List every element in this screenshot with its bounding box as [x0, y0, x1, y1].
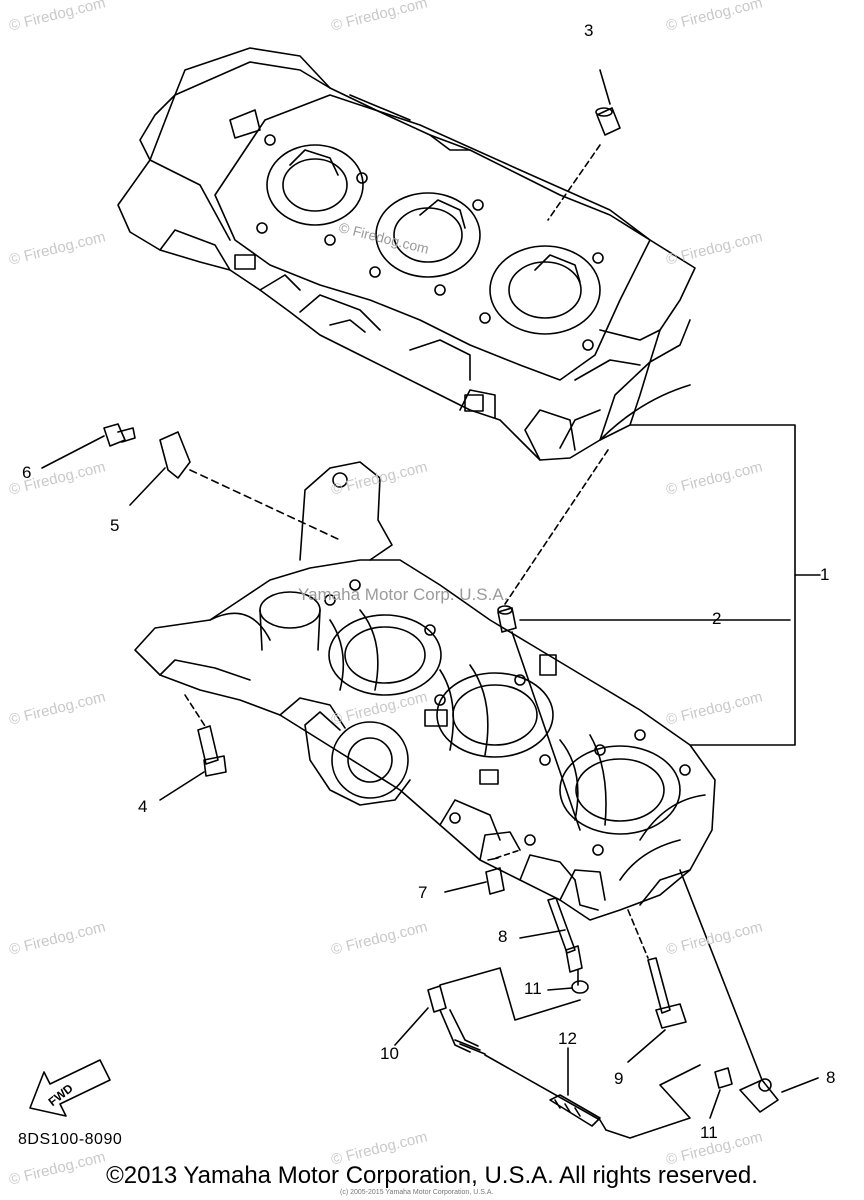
tiny-copyright: (c) 2005-2015 Yamaha Motor Corporation, … — [340, 1189, 494, 1196]
callout-8-lower: 8 — [826, 1068, 836, 1087]
callout-6: 5 — [110, 516, 120, 535]
leader-bracket-1 — [629, 424, 821, 746]
callout-5: 4 — [138, 797, 148, 816]
callout-1: 1 — [820, 565, 830, 584]
hose-10 — [394, 967, 607, 1131]
callout-11-lower: 11 — [700, 1123, 718, 1142]
callout-9: 8 — [498, 927, 508, 946]
upper-crankcase — [117, 47, 696, 461]
center-watermark: Yamaha Motor Corp. U.S.A. — [298, 585, 509, 604]
callout-4: 9 — [614, 1069, 624, 1088]
washer-11-upper — [547, 980, 589, 994]
callout-7: 6 — [22, 463, 32, 482]
bolt-5 — [159, 694, 227, 801]
dowel-pin-2 — [497, 449, 791, 831]
bolt-8-upper — [444, 849, 521, 895]
lower-crankcase — [134, 461, 716, 921]
callout-10: 10 — [380, 1044, 399, 1063]
copyright-text: ©2013 Yamaha Motor Corporation, U.S.A. A… — [106, 1162, 758, 1189]
fwd-arrow — [29, 1059, 111, 1117]
dowel-pin-3 — [547, 69, 621, 221]
bracket-6 — [129, 431, 341, 541]
spring-12 — [549, 1047, 701, 1139]
callout-3: 3 — [584, 21, 594, 40]
bolt-4 — [627, 909, 687, 1063]
bolt-7 — [41, 423, 136, 469]
callout-11-upper: 11 — [524, 979, 542, 998]
callout-2: 2 — [712, 609, 722, 628]
callout-12: 12 — [558, 1029, 577, 1048]
washer-11-lower — [709, 1067, 733, 1119]
stud-9 — [519, 897, 583, 986]
callout-8-upper: 7 — [418, 883, 428, 902]
bolt-8-lower — [679, 869, 819, 1113]
diagram-code: 8DS100-8090 — [18, 1131, 123, 1148]
